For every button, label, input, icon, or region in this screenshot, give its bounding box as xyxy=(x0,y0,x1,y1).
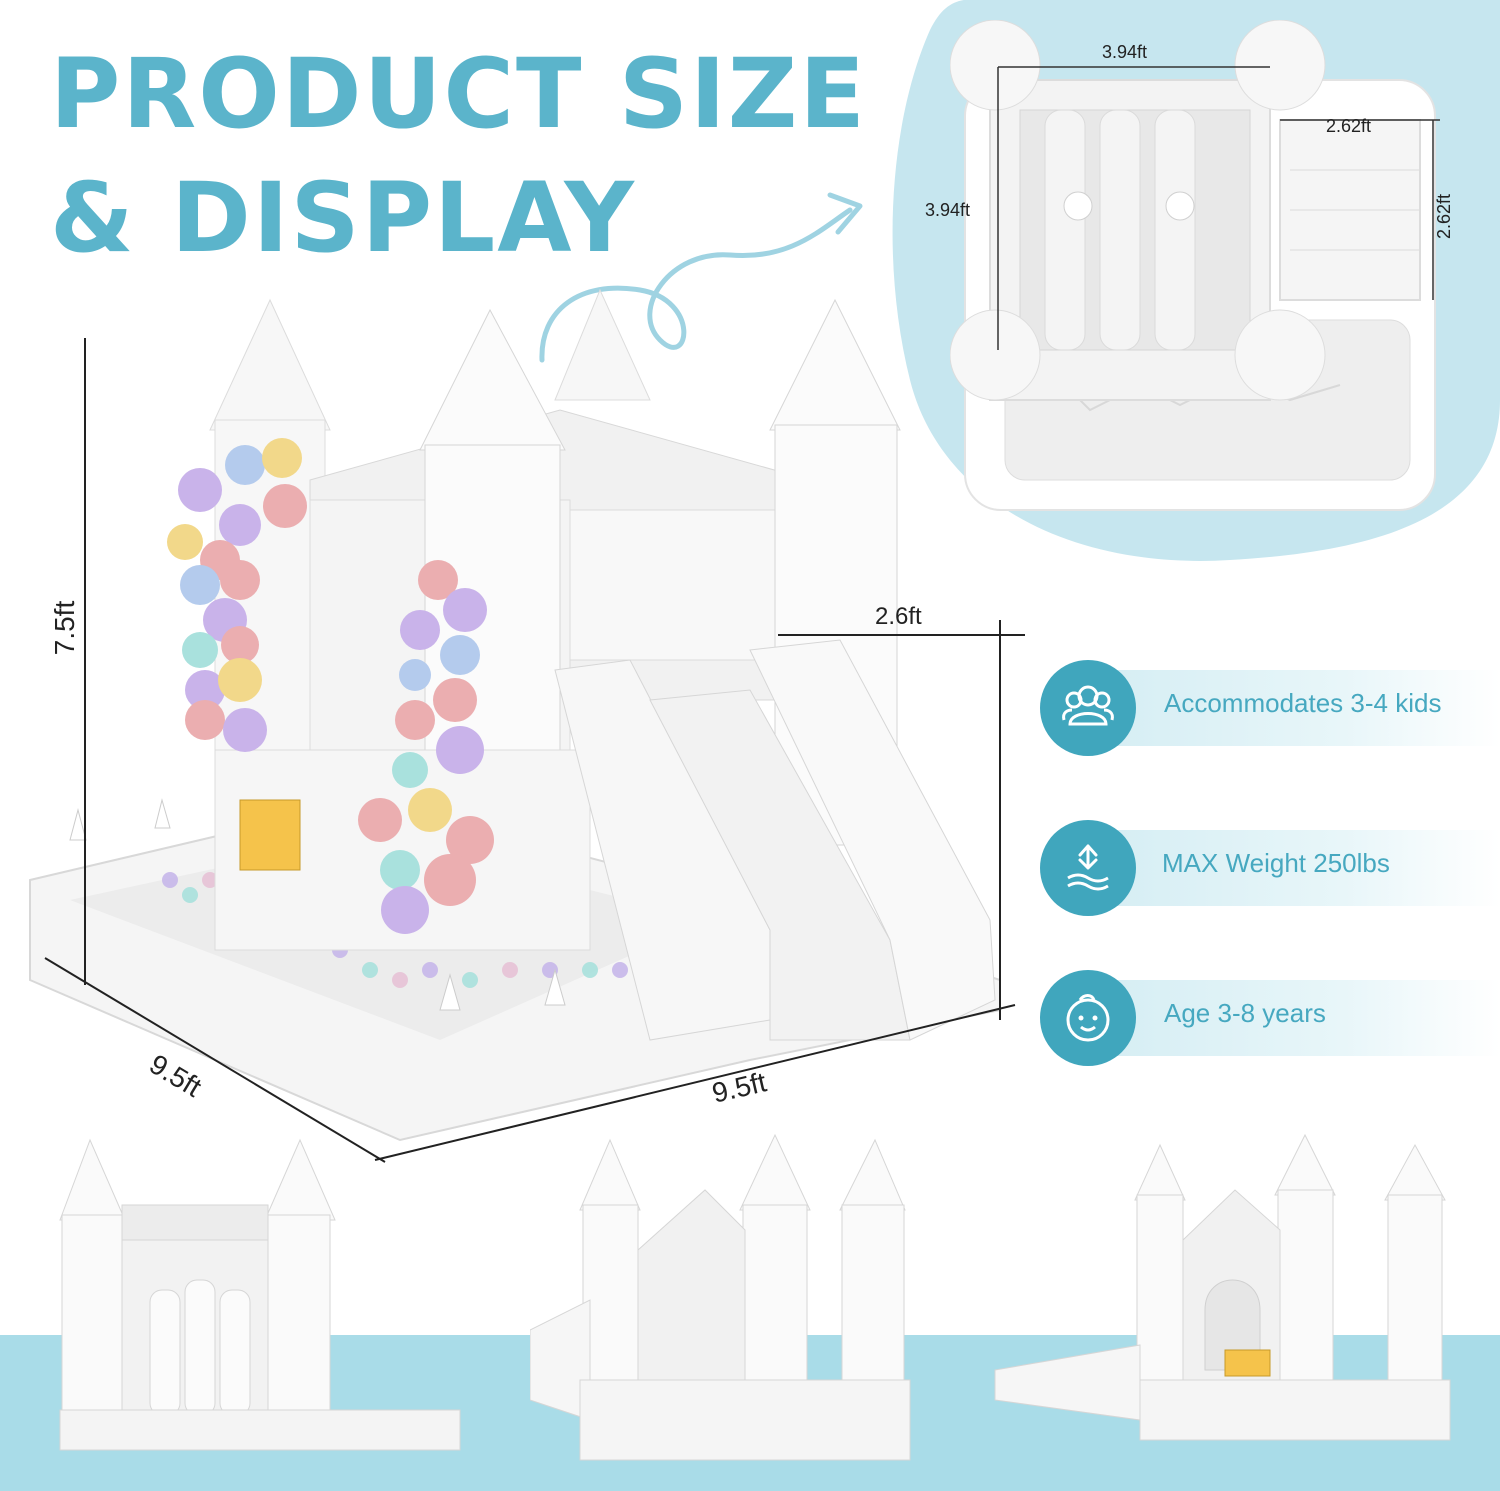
castle-main-image xyxy=(29,288,1001,1142)
weight-icon xyxy=(1040,820,1136,916)
feature-kids: Accommodates 3-4 kids xyxy=(1040,660,1500,756)
feature-age: Age 3-8 years xyxy=(1040,970,1500,1066)
feature-weight: MAX Weight 250lbs xyxy=(1040,820,1500,916)
dim-top-width: 3.94ft xyxy=(1102,42,1148,62)
view-side-image xyxy=(530,1133,911,1461)
dim-top-depth: 3.94ft xyxy=(925,200,971,220)
feature-kids-label: Accommodates 3-4 kids xyxy=(1164,688,1442,718)
dim-slide-platform: 2.6ft xyxy=(875,603,922,630)
top-view-image xyxy=(950,20,1440,511)
curly-arrow-icon xyxy=(539,192,863,363)
group-icon xyxy=(1040,660,1136,756)
feature-age-label: Age 3-8 years xyxy=(1164,998,1326,1028)
baby-face-icon xyxy=(1040,970,1136,1066)
title-line-1: PRODUCT SIZE xyxy=(50,38,867,150)
main-dimension-lines xyxy=(44,338,1025,1163)
dim-slide-depth: 2.62ft xyxy=(1434,193,1455,240)
dim-height: 7.5ft xyxy=(49,600,81,656)
dim-slide-width: 2.62ft xyxy=(1326,116,1372,136)
view-front-image xyxy=(59,1138,461,1451)
feature-weight-label: MAX Weight 250lbs xyxy=(1162,848,1390,878)
title-line-2: & DISPLAY xyxy=(50,162,636,274)
view-back-image xyxy=(994,1133,1451,1441)
